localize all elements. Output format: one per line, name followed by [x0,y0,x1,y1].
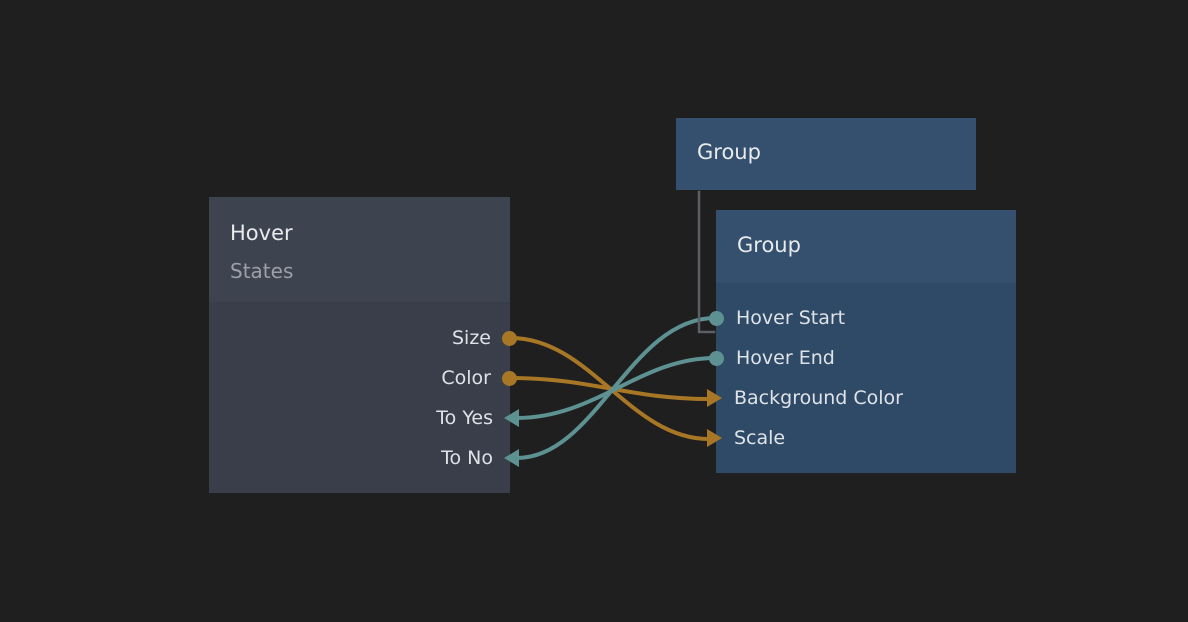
port-dot-hover-start-icon[interactable] [709,310,724,326]
node-hover[interactable]: Hover States Size Color To Yes To No [209,197,519,493]
wire-size-to-scale [509,336,711,441]
port-arrow-to-no-icon[interactable] [504,449,519,467]
port-label-hover-start: Hover Start [736,306,846,329]
port-label-to-no: To No [441,446,493,469]
port-label-size: Size [451,326,491,349]
node-hover-title: Hover [230,221,293,245]
node-group-outer-header[interactable]: Group [676,118,976,190]
node-group-inner[interactable]: Group Hover Start Hover End Background C… [707,210,1016,473]
node-group-outer-title: Group [697,140,761,164]
node-hover-body [209,302,510,493]
port-dot-color-icon[interactable] [502,370,517,386]
port-dot-size-icon[interactable] [502,330,517,346]
port-arrow-background-color-icon[interactable] [707,389,722,407]
port-row-to-yes[interactable]: To Yes [436,406,519,430]
port-label-scale: Scale [734,426,786,449]
port-label-to-yes: To Yes [436,406,493,429]
wire-hover-end-to-to-yes [515,356,717,420]
node-group-inner-title: Group [737,233,801,257]
wire-hover-start-to-to-no [515,316,717,460]
port-row-scale[interactable]: Scale [707,426,786,450]
port-arrow-to-yes-icon[interactable] [504,409,519,427]
port-row-to-no[interactable]: To No [441,446,519,470]
node-group-inner-body [716,283,1016,473]
port-row-hover-end[interactable]: Hover End [709,346,835,370]
port-row-hover-start[interactable]: Hover Start [709,306,846,330]
node-hover-header[interactable]: Hover States [209,197,510,302]
port-label-hover-end: Hover End [736,346,835,369]
node-hover-subtitle: States [230,259,294,283]
node-group-inner-header[interactable]: Group [716,210,1016,283]
port-arrow-scale-icon[interactable] [707,429,722,447]
port-row-color[interactable]: Color [441,366,517,390]
node-group-outer[interactable]: Group [676,118,976,190]
port-row-size[interactable]: Size [451,326,517,350]
port-label-background-color: Background Color [734,386,903,409]
port-dot-hover-end-icon[interactable] [709,350,724,366]
group-bracket-line [697,190,716,334]
port-label-color: Color [441,366,491,389]
port-row-background-color[interactable]: Background Color [707,386,903,410]
wire-color-to-background-color [509,376,711,401]
